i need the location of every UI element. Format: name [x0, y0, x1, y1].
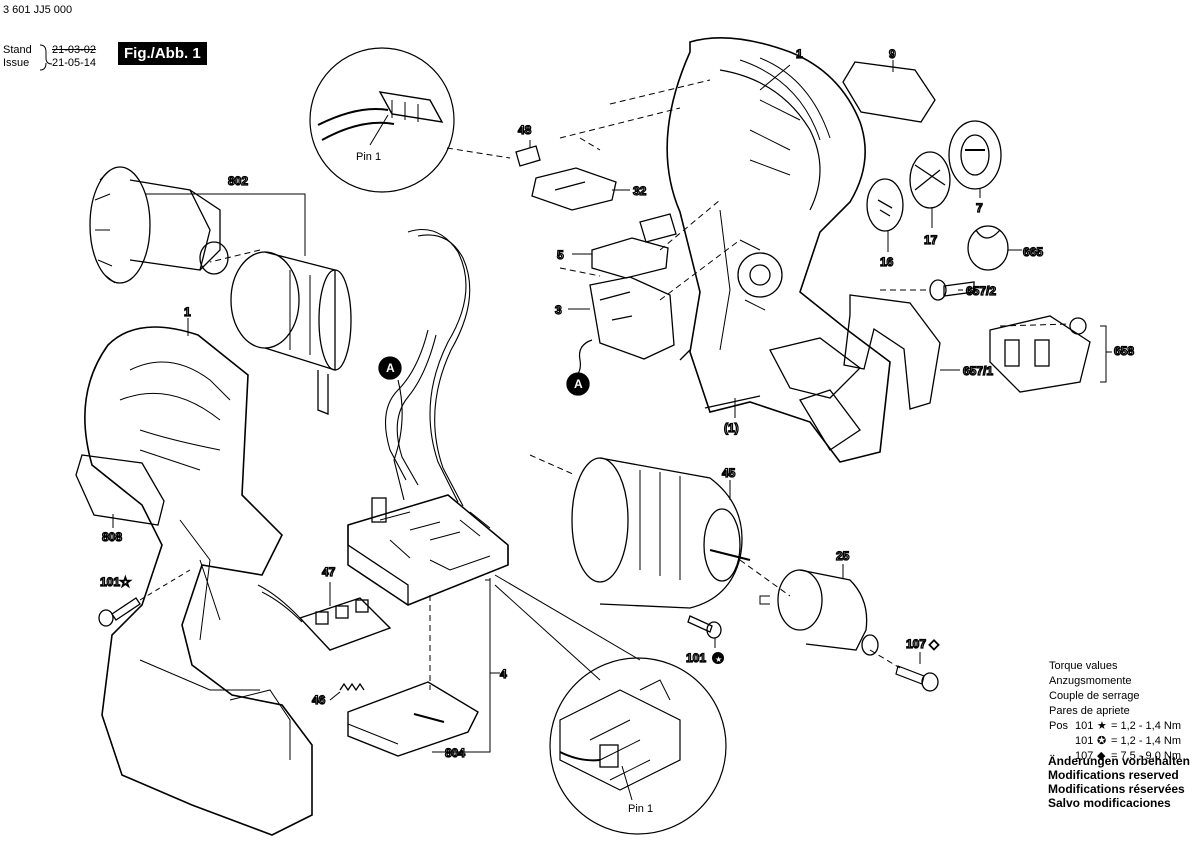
- callout-48: 48: [518, 123, 532, 137]
- modification-notes: Änderungen vorbehalten Modifications res…: [1048, 754, 1190, 810]
- part-17: [909, 151, 951, 228]
- callout-3: 3: [555, 303, 562, 317]
- wiring-harness: [385, 228, 471, 507]
- electronics-module-4: [347, 494, 509, 606]
- detail-circle-top: [309, 47, 511, 193]
- callout-657-2: 657/2: [966, 284, 996, 298]
- base-plate-804: [347, 681, 479, 757]
- part-657-2-screw: [929, 279, 975, 301]
- circle-star-symbol-icon: [712, 652, 724, 664]
- torque-pos-1: 101: [1075, 720, 1094, 732]
- torque-row-2: 101 ✪ = 1,2 - 1,4 Nm: [1049, 734, 1181, 749]
- callout-4: 4: [500, 667, 507, 681]
- gearbox-45: [529, 454, 751, 609]
- screw-107: [895, 652, 939, 692]
- callout-25: 25: [836, 549, 850, 563]
- pos-label: Pos: [1049, 720, 1068, 732]
- callout-101-circle: 101: [686, 651, 706, 665]
- callout-802: 802: [228, 174, 248, 188]
- callout-7: 7: [976, 201, 983, 215]
- stand-label: Stand: [3, 44, 32, 56]
- issue-label: Issue: [3, 57, 30, 69]
- torque-value-2: = 1,2 - 1,4 Nm: [1111, 735, 1182, 747]
- torque-pos-2: 101: [1075, 735, 1094, 747]
- torque-title-1: Torque values: [1049, 660, 1118, 672]
- connector-a-marker-1: [378, 356, 402, 380]
- part-48: [515, 145, 541, 167]
- part-32: [531, 167, 617, 211]
- connector-a-marker-2: [566, 372, 590, 396]
- figure-tag: Fig./Abb. 1: [118, 42, 207, 65]
- detail-circle-bottom: [494, 574, 727, 835]
- torque-pos-3: 107: [1075, 750, 1094, 762]
- callout-658: 658: [1114, 344, 1134, 358]
- doc-number: 3 601 JJ5 000: [3, 4, 73, 16]
- pin1-label-bottom: Pin 1: [628, 803, 653, 815]
- part-658-clip: [989, 315, 1112, 393]
- callout-5: 5: [557, 248, 564, 262]
- motor-stator: [230, 251, 352, 415]
- note-fr: Modifications réservées: [1048, 782, 1185, 796]
- part-665: [967, 225, 1022, 271]
- housing-half-right: [666, 36, 891, 463]
- torque-row-1: Pos 101 ★ = 1,2 - 1,4 Nm: [1049, 719, 1181, 734]
- part-16: [866, 178, 904, 252]
- callout-1-paren: (1): [724, 421, 739, 435]
- torque-value-1: = 1,2 - 1,4 Nm: [1111, 720, 1182, 732]
- callout-1-left: 1: [184, 305, 191, 319]
- torque-row-3: 107 ◆ = 7,5 - 9,0 Nm: [1049, 749, 1181, 764]
- part-3-switch: [589, 276, 675, 360]
- circle-star-icon: ✪: [1097, 735, 1107, 747]
- part-7: [948, 120, 1002, 198]
- motor-armature-802: [89, 166, 229, 284]
- screw-101-star: [98, 569, 191, 627]
- diamond-icon: ◆: [1097, 750, 1106, 762]
- callout-1-top: 1: [796, 47, 803, 61]
- callout-657-1: 657/1: [963, 364, 993, 378]
- star-icon: ★: [1097, 720, 1107, 732]
- torque-title-3: Couple de serrage: [1049, 690, 1140, 702]
- torque-legend: Torque values Anzugsmomente Couple de se…: [1049, 659, 1181, 764]
- callout-808: 808: [102, 530, 122, 544]
- torque-value-3: = 7,5 - 9,0 Nm: [1111, 750, 1182, 762]
- part-5: [591, 237, 669, 279]
- callout-107: 107 ◆: [906, 637, 939, 651]
- circle-star-glyph-icon: ★: [715, 655, 722, 664]
- screw-101-circle: [687, 615, 722, 648]
- callout-46: 46: [312, 693, 326, 707]
- label-808: [75, 454, 165, 526]
- stand-date: 21-03-02: [52, 44, 97, 56]
- callout-101-star: 101★: [100, 575, 131, 589]
- callout-17: 17: [924, 233, 938, 247]
- part-657-1-holder: [843, 294, 941, 410]
- callout-16: 16: [880, 255, 894, 269]
- torque-title-2: Anzugsmomente: [1049, 675, 1132, 687]
- callout-45: 45: [722, 466, 736, 480]
- led-board-47: [257, 582, 392, 651]
- label-plate-9: [842, 61, 936, 123]
- callout-47: 47: [322, 565, 336, 579]
- chuck-25: [759, 564, 879, 656]
- connector-a-label-2: A: [574, 377, 583, 391]
- housing-half-left: [84, 326, 313, 836]
- note-de: Änderungen vorbehalten: [1048, 754, 1191, 768]
- callout-9: 9: [889, 47, 896, 61]
- note-es: Salvo modificaciones: [1048, 796, 1171, 810]
- torque-title-4: Pares de apriete: [1049, 705, 1130, 717]
- callout-665: 665: [1023, 245, 1043, 259]
- note-en: Modifications reserved: [1048, 768, 1179, 782]
- callout-804: 804: [445, 746, 465, 760]
- spring-46: [339, 682, 365, 692]
- pin1-label-top: Pin 1: [356, 151, 381, 163]
- callout-32: 32: [633, 184, 647, 198]
- connector-a-label-1: A: [386, 361, 395, 375]
- issue-date: 21-05-14: [52, 57, 97, 69]
